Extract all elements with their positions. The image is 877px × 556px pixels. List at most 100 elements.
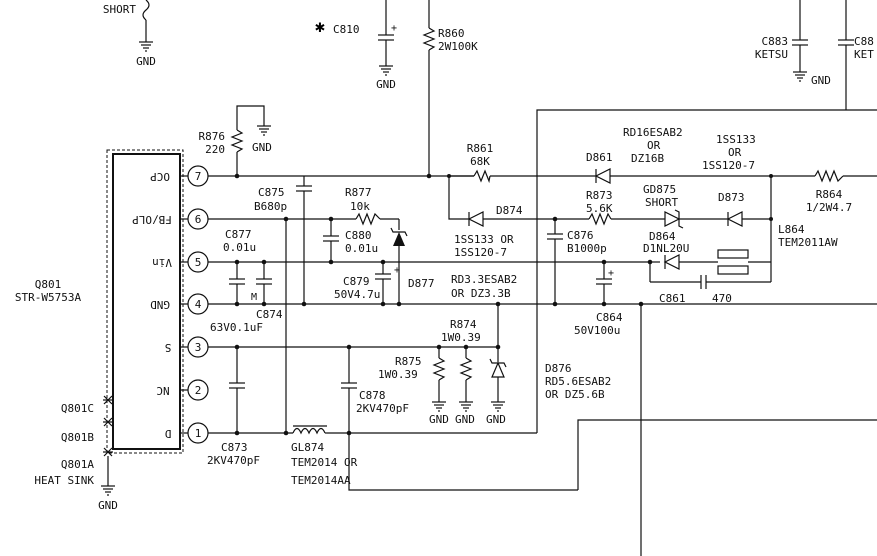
gd875-value: SHORT [645,196,678,209]
c877-ref: C877 [225,228,252,241]
capacitor-c864: + [596,262,614,304]
ic-outline-dashed [106,149,184,454]
c873-ref: C873 [221,441,248,454]
l864-ref: L864 [778,223,805,236]
c864-value: 50V100u [574,324,620,337]
ic-q801: 7 6 5 4 3 2 1 OCP FB/OLP Vin GND S NC D … [15,149,209,512]
r876-gnd-label: GND [252,141,272,154]
pin-6-number: 6 [195,213,202,226]
inductor-gl874 [292,425,327,435]
c875-ref: C875 [258,186,285,199]
c880-ref: C880 [345,229,372,242]
resistors-r874-r875 [431,304,499,412]
gl874-value: TEM2014 OR [291,456,358,469]
c88x-value: KET [854,48,874,61]
pin-3-number: 3 [195,341,202,354]
r860-value: 2W100K [438,40,478,53]
zener-gd875 [664,209,728,229]
pin-1-name: D [165,427,172,440]
d874-value-alt: 1SS120-7 [454,246,507,259]
resistor-r877 [355,212,381,226]
c810-plus: + [391,23,397,34]
junction-dots [234,173,653,436]
l864-value: TEM2011AW [778,236,838,249]
d864-ref: D864 [649,230,676,243]
r876-value: 220 [205,143,225,156]
c879-value: 50V4.7u [334,288,380,301]
tab-markers [100,395,116,496]
d861-alt-part: RD16ESAB2 [623,126,683,139]
pin-7-name: OCP [150,170,170,183]
pin-6-name: FB/OLP [132,213,172,226]
c874-ref: C874 [256,308,283,321]
d873-alt-part: 1SS133 [716,133,756,146]
capacitor-c878 [341,347,357,433]
capacitor-c876 [547,219,563,304]
r861-value: 68K [470,155,490,168]
c875-value: B680p [254,200,287,213]
gl874-ref: GL874 [291,441,324,454]
pin-2-name: NC [156,384,169,397]
r876-ref: R876 [199,130,226,143]
pin-4-number: 4 [195,298,202,311]
r861-ref: R861 [467,142,494,155]
d873-alt-part2: 1SS120-7 [702,159,755,172]
capacitor-c875 [285,176,312,433]
resistor-r864 [814,169,844,183]
short-jumper-top [138,0,154,52]
c864-plus: + [608,268,614,279]
short-gnd-label: GND [136,55,156,68]
capacitor-c877 [229,262,245,304]
r875-ref: R875 [395,355,422,368]
pin-3-name: S [165,341,172,354]
diode-d873 [726,211,771,227]
capacitor-c873 [229,347,245,433]
c876-ref: C876 [567,229,594,242]
r874-value: 1W0.39 [441,331,481,344]
c810-gnd-label: GND [376,78,396,91]
c883-gnd-label: GND [811,74,831,87]
resistor-r861 [449,169,491,184]
d874-value: 1SS133 OR [454,233,514,246]
d877-ref: D877 [408,277,435,290]
resistor-r860 [422,0,436,176]
d861-or: OR [647,139,661,152]
d861-ref: D861 [586,151,613,164]
pin-2-number: 2 [195,384,202,397]
pin-5-number: 5 [195,256,202,269]
star-mark: ✱ [315,21,326,36]
r875-value: 1W0.39 [378,368,418,381]
c878-value: 2KV470pF [356,402,409,415]
d873-ref: D873 [718,191,745,204]
inductor-l864 [717,174,773,282]
ic-part-label: STR-W5753A [15,291,82,304]
r873-ref: R873 [586,189,613,202]
resistor-r873 [588,212,665,226]
capacitor-c880 [323,219,339,262]
pin-1-number: 1 [195,427,202,440]
diode-d874 [447,174,589,227]
c864-ref: C864 [596,311,623,324]
r860-ref: R860 [438,27,465,40]
c873-value: 2KV470pF [207,454,260,467]
heatsink-gnd-label: GND [98,499,118,512]
r864-value: 1/2W4.7 [806,201,852,214]
d874-ref: D874 [496,204,523,217]
zener-value-alt: OR DZ3.3B [451,287,511,300]
d861-alt-part2: DZ16B [631,152,664,165]
short-label-top: SHORT [103,3,136,16]
pin-5-name: Vin [152,256,172,269]
d873-or: OR [728,146,742,159]
capacitor-c883 [792,0,808,82]
ic-ref-label: Q801 [35,278,62,291]
gnd-label-2: GND [455,413,475,426]
capacitor-c88x [838,0,854,110]
c874-value: 63V0.1uF [210,321,263,334]
diode-d861 [594,168,611,184]
c861-value: 470 [712,292,732,305]
c880-value: 0.01u [345,242,378,255]
zener-d876 [489,347,507,412]
r874-ref: R874 [450,318,477,331]
r877-value: 10k [350,200,370,213]
